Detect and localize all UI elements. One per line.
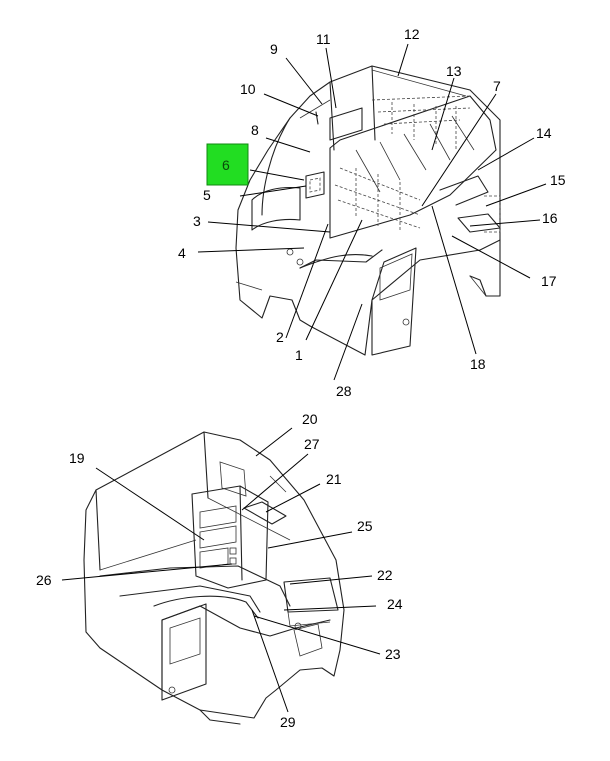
callout-15: 15 (550, 172, 566, 188)
highlight-callout-6[interactable]: 6 (206, 143, 249, 186)
callout-21: 21 (326, 471, 342, 487)
callout-3: 3 (193, 213, 201, 229)
callout-9: 9 (270, 41, 278, 57)
callout-16: 16 (542, 210, 558, 226)
callout-18: 18 (470, 356, 486, 372)
highlight-box[interactable] (206, 143, 249, 186)
callout-17: 17 (541, 273, 557, 289)
callout-8: 8 (251, 122, 259, 138)
callout-5: 5 (203, 187, 211, 203)
callout-20: 20 (302, 411, 318, 427)
callout-24: 24 (387, 596, 403, 612)
callout-4: 4 (178, 245, 186, 261)
callout-27: 27 (304, 436, 320, 452)
upper-assembly-drawing (235, 65, 501, 356)
callout-6: 6 (222, 157, 230, 173)
callout-11: 11 (316, 31, 331, 47)
callout-12: 12 (404, 26, 420, 42)
callout-23: 23 (385, 646, 401, 662)
callout-29: 29 (280, 714, 296, 730)
callout-26: 26 (36, 572, 52, 588)
callout-22: 22 (377, 567, 393, 583)
callout-28: 28 (336, 383, 352, 399)
callout-14: 14 (536, 125, 552, 141)
leader-lines (61, 43, 547, 713)
callout-labels: 1 2 3 4 5 7 8 9 10 11 12 13 14 15 16 17 … (36, 26, 566, 730)
callout-2: 2 (276, 329, 284, 345)
callout-7: 7 (493, 78, 501, 94)
callout-19: 19 (69, 450, 85, 466)
lower-assembly-drawing (83, 431, 345, 725)
callout-25: 25 (357, 518, 373, 534)
callout-1: 1 (295, 347, 303, 363)
callout-10: 10 (240, 81, 256, 97)
callout-13: 13 (446, 63, 462, 79)
